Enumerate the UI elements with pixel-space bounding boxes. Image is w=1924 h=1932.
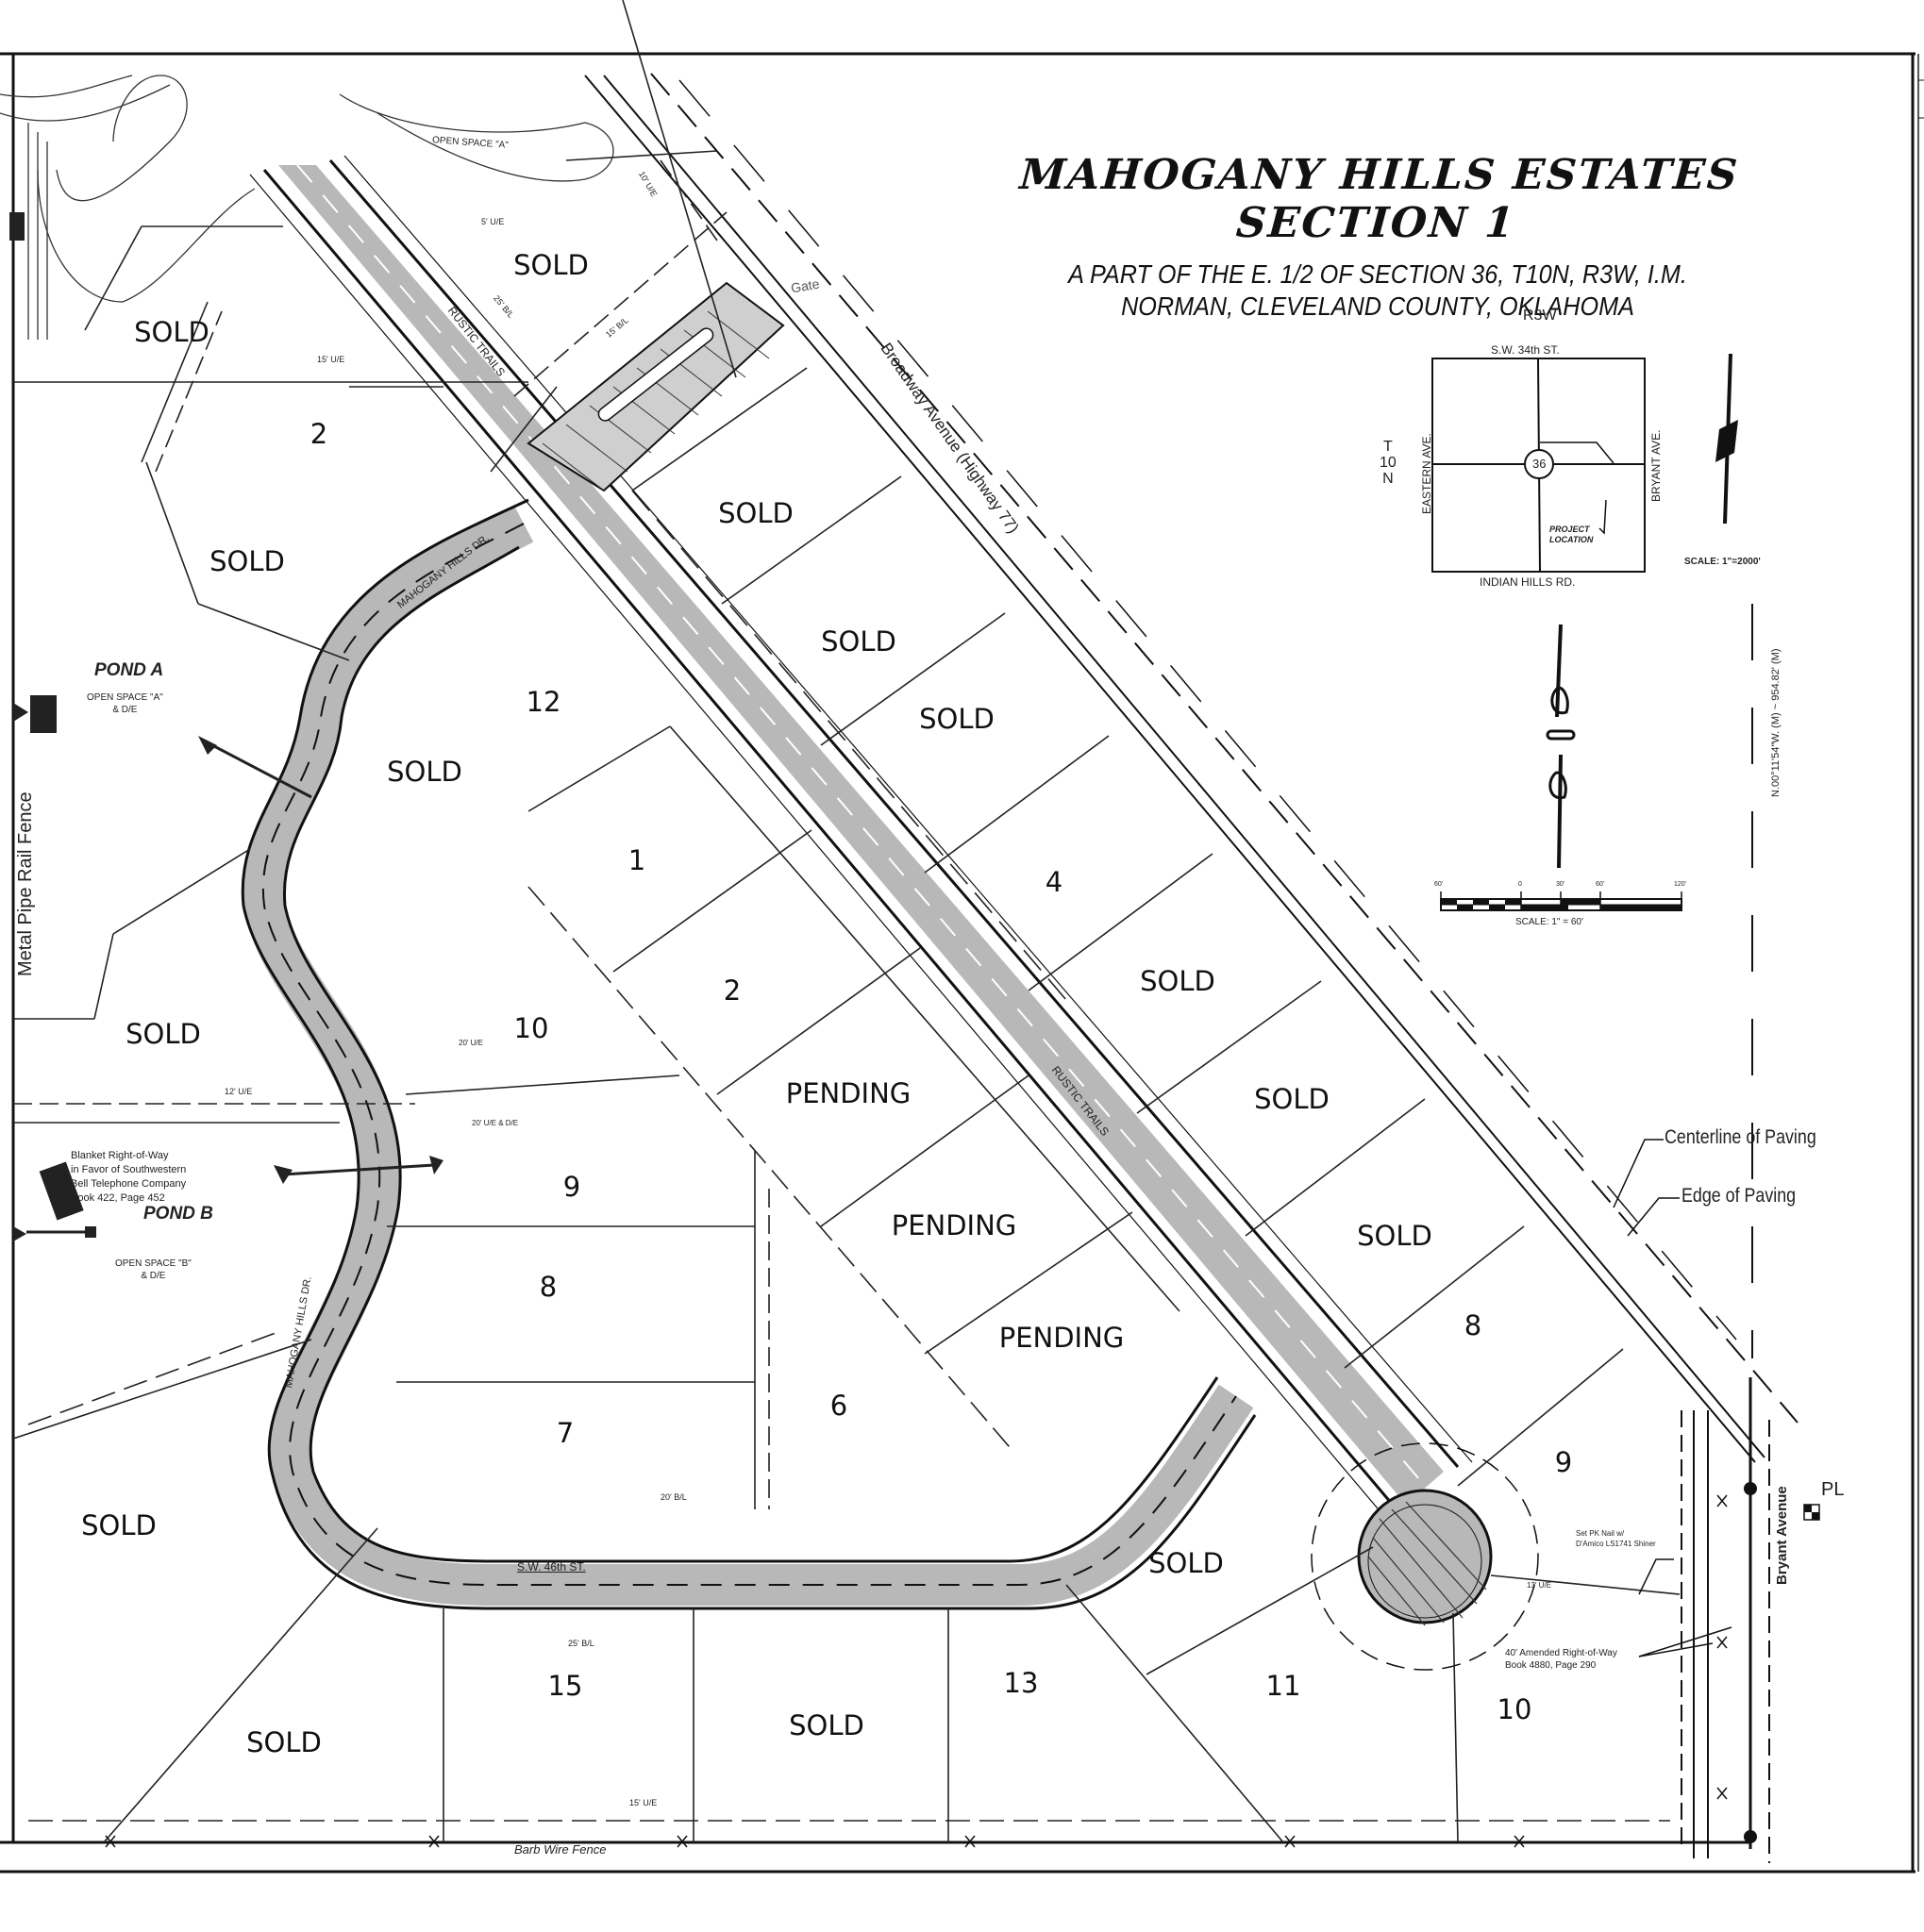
lot-e-sold-1[interactable]: SOLD (718, 497, 794, 529)
lot-lot-11[interactable]: 11 (1265, 1670, 1301, 1702)
lot-s-sold-1[interactable]: SOLD (246, 1726, 322, 1758)
lot-lot-12[interactable]: 12 (526, 686, 561, 718)
amended-row-note: 40' Amended Right-of-Way Book 4880, Page… (1505, 1648, 1617, 1671)
scale-tick-4: 120' (1674, 881, 1687, 888)
pl-label: PL (1821, 1479, 1845, 1500)
easement-label: 13' U/E (1527, 1581, 1551, 1590)
lot-lot-10b[interactable]: 10 (1497, 1693, 1532, 1725)
easement-label: 12' U/E (225, 1087, 253, 1096)
lot-pending-1[interactable]: PENDING (785, 1077, 912, 1109)
vicinity-south-road: INDIAN HILLS RD. (1480, 575, 1576, 589)
easement-label: 20' B/L (661, 1492, 687, 1502)
vicinity-east-road: BRYANT AVE. (1649, 429, 1663, 502)
scale-tick-0: 60' (1434, 881, 1444, 888)
rustic-trails-road (249, 155, 1473, 1515)
lot-lot-8[interactable]: 8 (539, 1271, 558, 1303)
plat-title: MAHOGANY HILLS ESTATES SECTION 1 (1018, 151, 1741, 247)
lot-lot-8b[interactable]: 8 (1464, 1309, 1482, 1341)
pl-marker (1744, 1482, 1820, 1843)
pond-b-title: POND B (143, 1204, 213, 1224)
scale-tick-1: 0 (1518, 881, 1522, 888)
lot-e-sold-6[interactable]: SOLD (1357, 1220, 1432, 1252)
lot-w-lot-2[interactable]: 2 (310, 418, 328, 450)
blanket-row-note: Blanket Right-of-Way in Favor of Southwe… (71, 1150, 187, 1204)
vicinity-north-arrow (1715, 354, 1738, 524)
lot-s-sold-cul[interactable]: SOLD (1148, 1547, 1224, 1579)
vicinity-project-location: PROJECT LOCATION (1549, 525, 1594, 544)
lot-sw-sold[interactable]: SOLD (81, 1509, 157, 1541)
lot-lot-1[interactable]: 1 (627, 844, 646, 876)
easement-label: 20' U/E (459, 1039, 483, 1047)
plat-subtitle-2: NORMAN, CLEVELAND COUNTY, OKLAHOMA (1121, 291, 1634, 321)
legend-edge-of-paving: Edge of Paving (1681, 1185, 1797, 1207)
lot-lot-4[interactable]: 4 (1045, 866, 1063, 898)
scale-tick-2: 30' (1556, 881, 1565, 888)
vicinity-north-road: S.W. 34th ST. (1491, 343, 1560, 357)
lot-lot-15[interactable]: 15 (547, 1670, 583, 1702)
vicinity-west-road: EASTERN AVE. (1420, 433, 1433, 514)
pond-a-title: POND A (94, 660, 164, 680)
bryant-avenue-lines (1681, 1410, 1770, 1863)
north-arrow (1546, 625, 1576, 868)
title-block: MAHOGANY HILLS ESTATES SECTION 1 A PART … (906, 151, 1849, 323)
street-label-sw-46th: S.W. 46th ST. (517, 1560, 586, 1574)
pk-nail-note: Set PK Nail w/ D'Amico LS1741 Shiner (1576, 1529, 1656, 1548)
plat-subtitle-1: A PART OF THE E. 1/2 OF SECTION 36, T10N… (1068, 259, 1687, 289)
lot-lot-2b[interactable]: 2 (723, 974, 742, 1007)
mahogany-hills-drive-road (241, 498, 1257, 1610)
easement-label: 15' U/E (317, 355, 345, 364)
fence-markers (105, 1494, 1728, 1848)
legend-leaders (1613, 1139, 1732, 1657)
lot-lot-7[interactable]: 7 (556, 1417, 575, 1449)
easement-label: 20' U/E & D/E (472, 1119, 519, 1127)
lot-e-sold-4[interactable]: SOLD (1140, 965, 1215, 997)
lot-pending-2[interactable]: PENDING (891, 1209, 1017, 1241)
pond-outlet-structures (9, 212, 443, 1241)
easement-label: 5' U/E (481, 217, 505, 226)
lot-w-sold-2[interactable]: SOLD (209, 545, 285, 577)
contour-lines (0, 75, 614, 340)
vicinity-scale: SCALE: 1"=2000' (1684, 557, 1761, 567)
entrance-boulevard (527, 281, 785, 492)
street-label-bryant: Bryant Avenue (1774, 1486, 1790, 1585)
lot-lot-9b[interactable]: 9 (1554, 1446, 1573, 1478)
boundary-bearing: N.00°11'54"W. (M) ~ 954.82' (M) (1770, 648, 1782, 798)
lot-e-sold-5[interactable]: SOLD (1254, 1083, 1330, 1115)
vicinity-section-number: 36 (1532, 457, 1547, 471)
lot-n-sold-top[interactable]: SOLD (513, 249, 589, 281)
lot-w-sold-3[interactable]: SOLD (125, 1018, 201, 1050)
scale-bar-label: SCALE: 1" = 60' (1515, 917, 1583, 927)
lot-inner-sold[interactable]: SOLD (387, 756, 462, 788)
scale-tick-3: 60' (1596, 881, 1605, 888)
lot-lines (12, 0, 1681, 1843)
vicinity-map-frame (1431, 358, 1646, 573)
legend-centerline: Centerline of Paving (1665, 1126, 1816, 1148)
lot-s-sold-2[interactable]: SOLD (789, 1709, 864, 1741)
pond-b-subtitle: OPEN SPACE "B" & D/E (115, 1258, 192, 1281)
pond-a-subtitle: OPEN SPACE "A" & D/E (87, 692, 163, 715)
easement-label: 25' B/L (568, 1639, 594, 1648)
lot-e-sold-2[interactable]: SOLD (821, 625, 896, 658)
barb-wire-fence-note: Barb Wire Fence (514, 1842, 607, 1857)
vicinity-range: R3W (1523, 308, 1557, 324)
lot-pending-3[interactable]: PENDING (998, 1322, 1125, 1354)
lot-nw-sold-1[interactable]: SOLD (134, 316, 209, 348)
lot-lot-10[interactable]: 10 (513, 1012, 549, 1044)
lot-lot-13[interactable]: 13 (1003, 1667, 1039, 1699)
lot-e-sold-3[interactable]: SOLD (919, 703, 995, 735)
easement-label: 15' U/E (629, 1798, 658, 1807)
lot-lot-9[interactable]: 9 (562, 1171, 581, 1203)
vicinity-township: T 10 N (1380, 439, 1397, 487)
metal-pipe-rail-fence-note: Metal Pipe Rail Fence (15, 791, 36, 976)
lot-lot-6[interactable]: 6 (829, 1390, 848, 1422)
broadway-avenue-lines (584, 73, 1799, 1463)
scale-bar (1440, 891, 1682, 911)
cul-de-sac (1311, 1442, 1539, 1671)
